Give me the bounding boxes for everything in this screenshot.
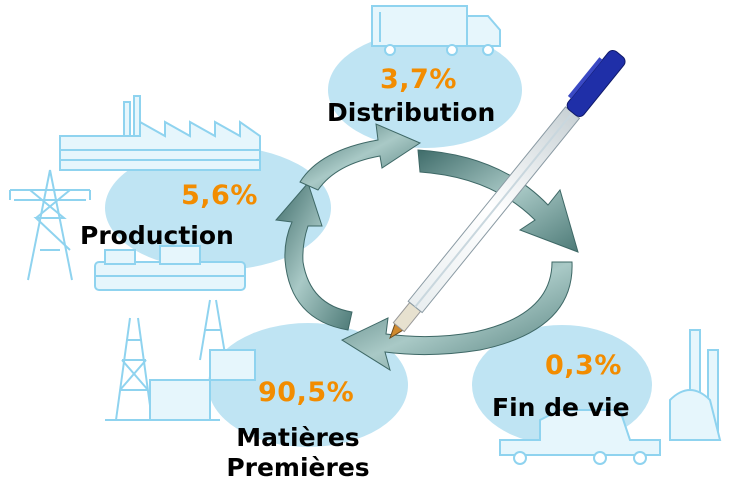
stage-bubbles	[105, 32, 652, 447]
bubble-production	[105, 146, 331, 270]
oil-derrick-icon	[105, 299, 256, 421]
incinerator-icon	[499, 329, 722, 465]
storage-tanks-icon	[94, 245, 246, 291]
label-distribution: Distribution	[327, 98, 496, 127]
bubble-distribution	[328, 32, 522, 148]
cycle-arrows-icon	[275, 123, 579, 372]
bubble-matieres	[208, 323, 408, 447]
percent-distribution: 3,7%	[380, 64, 457, 95]
truck-icon	[371, 5, 501, 56]
label-matieres-line2: Premières	[226, 453, 370, 482]
label-matieres-line1: Matières	[236, 423, 360, 452]
ballpoint-pen-icon	[389, 49, 626, 340]
label-matieres: Matières Premières	[218, 423, 378, 483]
percent-matieres: 90,5%	[258, 377, 355, 408]
factory-icon	[59, 95, 261, 171]
percent-production: 5,6%	[181, 180, 258, 211]
label-production: Production	[80, 221, 234, 250]
power-pylon-icon	[9, 169, 91, 281]
label-fin-de-vie: Fin de vie	[492, 393, 630, 422]
percent-fin-de-vie: 0,3%	[545, 350, 622, 381]
